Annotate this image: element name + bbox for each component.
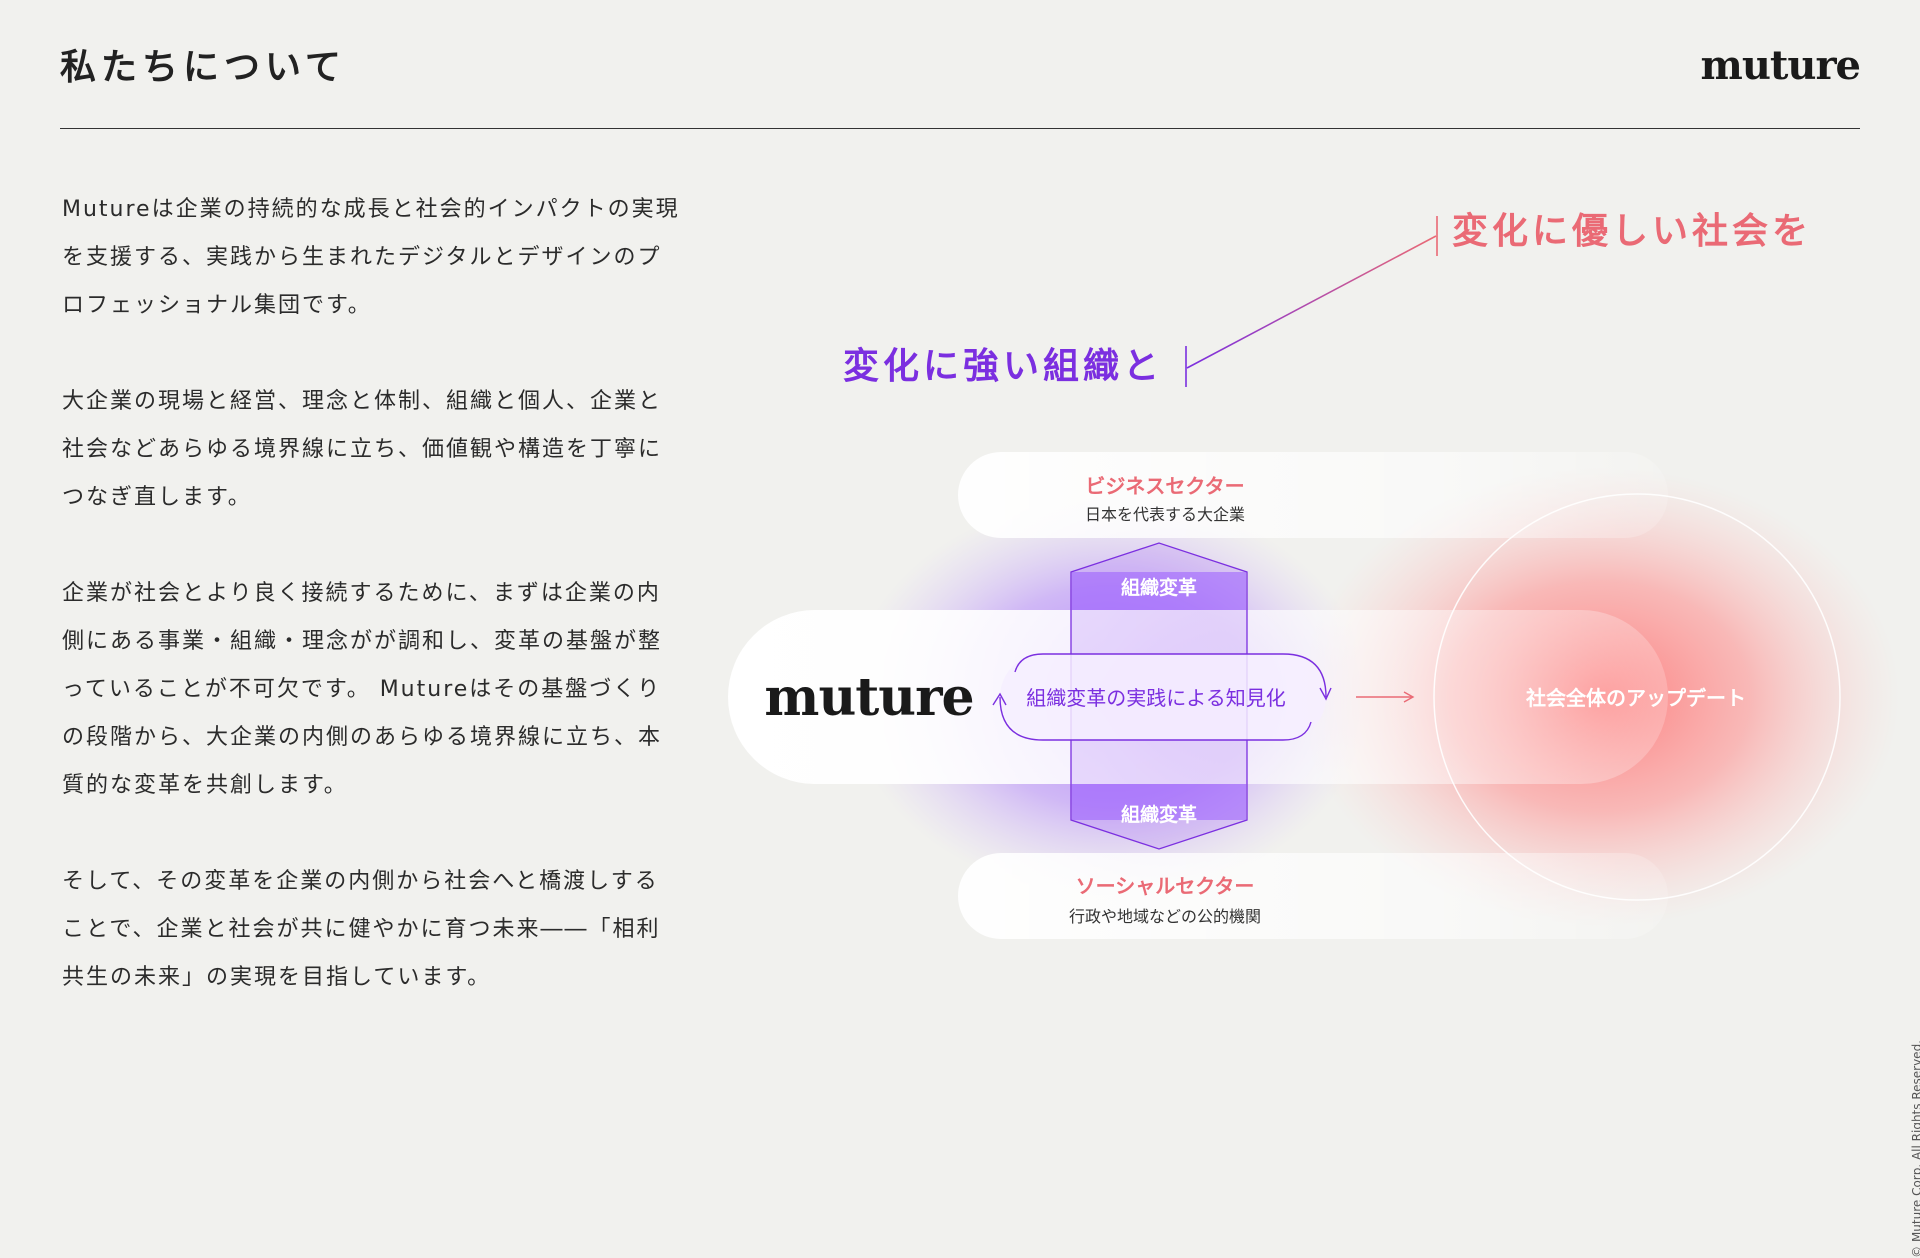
business-sector-subtitle: 日本を代表する大企業 [1085, 505, 1245, 524]
social-sector-subtitle: 行政や地域などの公的機関 [1069, 907, 1261, 926]
headline-org: 変化に強い組織と [843, 345, 1163, 387]
paragraph-1: Mutureは企業の持続的な成長と社会的インパクトの実現を支援する、実践から生ま… [62, 197, 680, 318]
headline-society: 変化に優しい社会を [1452, 210, 1812, 252]
brand-logo: muture [1700, 42, 1861, 89]
flow-arrowhead [1403, 691, 1415, 703]
paragraph-4: そして、その変革を企業の内側から社会へと橋渡しすることで、企業と社会が共に健やか… [62, 869, 661, 990]
center-loop [1000, 654, 1326, 740]
business-sector-title: ビジネスセクター [1085, 474, 1244, 498]
loop-arrowhead-bottom [992, 692, 1007, 706]
copyright-notice: © Muture Corp. All Rights Reserved. [1910, 1040, 1920, 1258]
page-title: 私たちについて [60, 47, 346, 88]
org-change-top-band [1072, 572, 1246, 610]
business-sector-pill [958, 452, 1668, 538]
diagram-logo: muture [764, 667, 973, 728]
loop-arrowhead-top [1319, 687, 1332, 701]
loop-arrow-bottom [999, 696, 1312, 741]
loop-arrow-top [1014, 653, 1327, 698]
org-change-bottom-band [1072, 784, 1246, 820]
social-sector-pill [958, 853, 1668, 939]
social-sector-title: ソーシャルセクター [1076, 874, 1255, 898]
paragraph-2: 大企業の現場と経営、理念と体制、組織と個人、企業と社会などあらゆる境界線に立ち、… [62, 389, 663, 510]
intro-text: Mutureは企業の持続的な成長と社会的インパクトの実現を支援する、実践から生ま… [62, 186, 682, 1050]
society-circle [1433, 493, 1841, 901]
header-divider [60, 128, 1860, 129]
muture-diagram: 変化に強い組織と 変化に優しい社会を ビジネスセクター 日本を代表する大企業 ソ… [728, 210, 1900, 939]
paragraph-3: 企業が社会とより良く接続するために、まずは企業の内側にある事業・組織・理念がが調… [62, 581, 663, 798]
headline-connector-line [1186, 235, 1437, 369]
org-change-top-label: 組織変革 [1121, 576, 1197, 599]
org-change-bottom-label: 組織変革 [1121, 803, 1197, 826]
center-label: 組織変革の実践による知見化 [1026, 686, 1285, 710]
society-update-label: 社会全体のアップデート [1525, 686, 1746, 710]
